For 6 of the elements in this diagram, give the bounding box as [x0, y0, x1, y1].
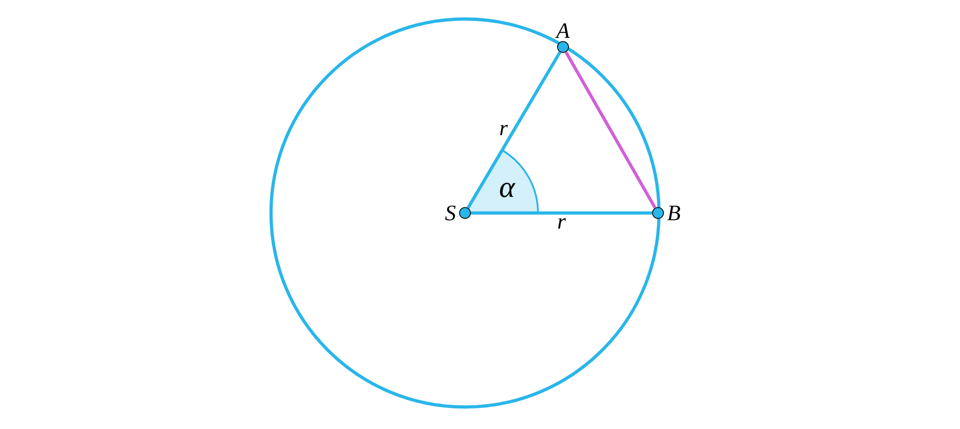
line-segment — [564, 51, 656, 209]
angle-label: α — [500, 182, 516, 198]
line-segment — [466, 51, 562, 209]
line-segment — [470, 211, 652, 215]
edge-label: r — [500, 124, 508, 136]
edge-label: r — [558, 218, 566, 229]
